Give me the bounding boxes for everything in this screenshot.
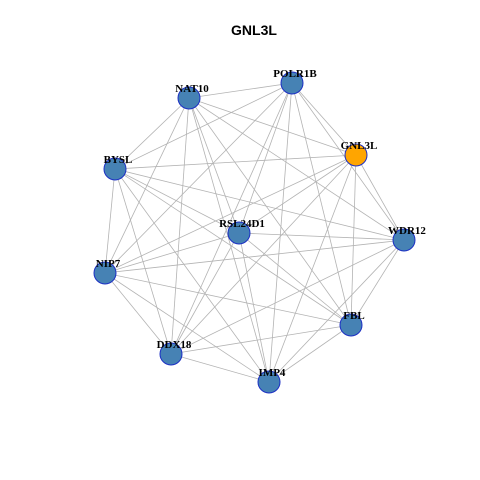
edge-wdr12-nip7	[104, 239, 405, 274]
node-label-nip7: NIP7	[96, 258, 121, 270]
edge-bysl-nip7	[104, 168, 116, 274]
node-polr1b[interactable]	[280, 71, 304, 95]
node-bysl[interactable]	[103, 157, 127, 181]
edge-polr1b-nip7	[104, 82, 293, 274]
edge-wdr12-ddx18	[170, 239, 405, 355]
node-nat10[interactable]	[177, 86, 201, 110]
edge-gnl3l-nip7	[104, 154, 357, 274]
node-label-wdr12: WDR12	[388, 225, 426, 237]
edge-bysl-rsl24d1	[114, 168, 240, 234]
node-gnl3l[interactable]	[344, 143, 368, 167]
edge-rsl24d1-wdr12	[238, 232, 405, 241]
edge-nip7-fbl	[104, 272, 352, 326]
edge-nat10-rsl24d1	[188, 97, 240, 234]
node-rsl24d1[interactable]	[227, 221, 251, 245]
edge-nip7-imp4	[104, 272, 270, 383]
edge-gnl3l-bysl	[114, 154, 357, 170]
edge-nat10-ddx18	[170, 97, 190, 355]
edge-polr1b-gnl3l	[291, 82, 357, 156]
edge-gnl3l-fbl	[350, 154, 357, 326]
edge-nat10-bysl	[114, 97, 190, 170]
edge-bysl-wdr12	[114, 168, 405, 241]
node-fbl[interactable]	[339, 313, 363, 337]
edge-nat10-gnl3l	[188, 97, 357, 156]
node-label-fbl: FBL	[343, 310, 364, 322]
edge-bysl-imp4	[114, 168, 270, 383]
edge-ddx18-imp4	[170, 353, 270, 383]
node-wdr12[interactable]	[392, 228, 416, 252]
edge-nat10-imp4	[188, 97, 270, 383]
edge-rsl24d1-nip7	[104, 232, 240, 274]
edge-gnl3l-imp4	[268, 154, 357, 383]
node-ddx18[interactable]	[159, 342, 183, 366]
edge-bysl-fbl	[114, 168, 352, 326]
edge-polr1b-ddx18	[170, 82, 293, 355]
node-nip7[interactable]	[93, 261, 117, 285]
edge-wdr12-imp4	[268, 239, 405, 383]
edge-rsl24d1-fbl	[238, 232, 352, 326]
edge-polr1b-nat10	[188, 82, 293, 99]
edge-fbl-ddx18	[170, 324, 352, 355]
edge-fbl-imp4	[268, 324, 352, 383]
edge-polr1b-bysl	[114, 82, 293, 170]
edge-wdr12-fbl	[350, 239, 405, 326]
edge-polr1b-imp4	[268, 82, 293, 383]
node-label-rsl24d1: RSL24D1	[219, 218, 265, 230]
edge-gnl3l-rsl24d1	[238, 154, 357, 234]
graph-title: GNL3L	[231, 22, 277, 38]
node-label-polr1b: POLR1B	[273, 68, 317, 80]
edge-nip7-ddx18	[104, 272, 172, 355]
edge-nat10-fbl	[188, 97, 352, 326]
edge-layer	[104, 82, 405, 383]
edge-polr1b-rsl24d1	[238, 82, 293, 234]
edge-gnl3l-wdr12	[355, 154, 405, 241]
node-imp4[interactable]	[257, 370, 281, 394]
node-label-nat10: NAT10	[175, 83, 209, 95]
node-label-bysl: BYSL	[104, 154, 133, 166]
node-layer	[93, 71, 416, 394]
node-label-gnl3l: GNL3L	[341, 140, 378, 152]
edge-nat10-wdr12	[188, 97, 405, 241]
edge-gnl3l-ddx18	[170, 154, 357, 355]
node-label-ddx18: DDX18	[157, 339, 192, 351]
edge-polr1b-fbl	[291, 82, 352, 326]
edge-rsl24d1-ddx18	[170, 232, 240, 355]
node-label-imp4: IMP4	[259, 367, 286, 379]
